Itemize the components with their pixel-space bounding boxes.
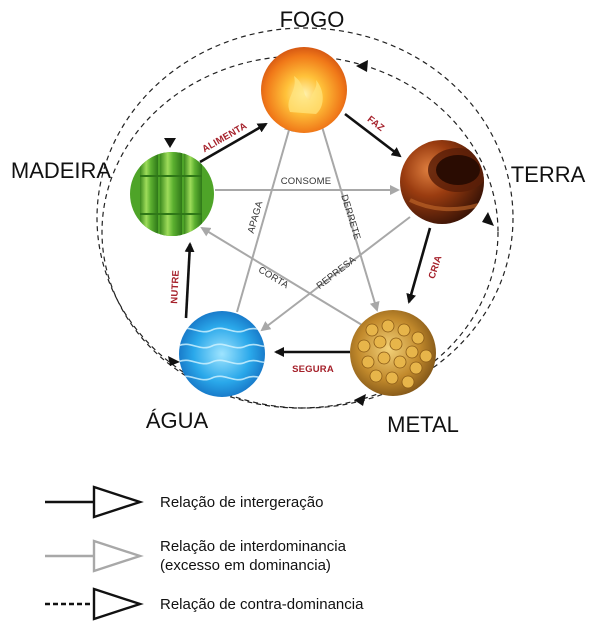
element-earth <box>400 140 484 224</box>
legend-item-intergeneration: Relação de intergeração <box>45 485 323 519</box>
label-represa: REPRESA <box>315 254 359 292</box>
legend-gray-arrowhead-icon <box>92 539 144 573</box>
legend-label-intergeneration: Relação de intergeração <box>160 494 323 511</box>
counter-dominance-loops <box>96 27 514 409</box>
intergeneration-arrows <box>184 112 432 357</box>
interdominance-arrows <box>200 119 411 332</box>
element-metal <box>350 310 436 396</box>
element-water <box>179 311 265 397</box>
legend-black-arrowhead-icon <box>92 485 144 519</box>
label-agua: ÁGUA <box>146 408 209 433</box>
legend-dashed-arrowhead-icon <box>92 587 144 621</box>
bamboo-icon <box>140 152 202 236</box>
legend-label-counter-dominance: Relação de contra-dominancia <box>160 596 364 613</box>
arrow-alimenta <box>199 122 268 164</box>
dashed-arrowhead-metal <box>354 394 366 406</box>
dashed-arrowhead-madeira <box>164 138 176 148</box>
arrow-derrete <box>319 119 380 312</box>
legend-label-interdominance: Relação de interdominancia <box>160 538 347 555</box>
label-fogo: FOGO <box>280 7 345 32</box>
arrow-nutre <box>184 242 195 319</box>
dashed-loop-outer <box>96 27 514 409</box>
label-terra: TERRA <box>511 162 586 187</box>
label-madeira: MADEIRA <box>11 158 112 183</box>
label-cria: CRIA <box>427 254 445 280</box>
label-corta: CORTA <box>256 265 291 292</box>
dashed-loop-inner <box>101 55 499 409</box>
label-derrete: DERRETE <box>338 193 362 241</box>
coins-icon <box>357 319 433 389</box>
label-metal: METAL <box>387 412 459 437</box>
arrow-corta <box>200 226 363 326</box>
element-fire <box>261 47 347 133</box>
arrow-faz <box>344 112 402 158</box>
dashed-arrowhead-fogo <box>356 60 368 72</box>
legend-item-counter-dominance: Relação de contra-dominancia <box>45 587 364 621</box>
arrow-represa <box>260 216 411 332</box>
label-nutre: NUTRE <box>169 270 182 304</box>
legend-label-interdominance-note: (excesso em dominancia) <box>160 557 331 574</box>
label-segura: SEGURA <box>292 364 334 375</box>
flame-icon <box>288 76 323 114</box>
legend: Relação de intergeração Relação de inter… <box>45 485 364 621</box>
fire-image <box>261 47 347 133</box>
dashed-arrowhead-terra <box>482 212 494 226</box>
legend-item-interdominance: Relação de interdominancia (excesso em d… <box>45 538 347 574</box>
dashed-arrowhead-agua <box>168 356 180 366</box>
arrow-apaga <box>236 121 294 313</box>
element-wood <box>130 152 214 236</box>
label-apaga: APAGA <box>246 199 266 234</box>
arrow-cria <box>406 227 432 304</box>
label-consome: CONSOME <box>281 176 332 187</box>
counter-dominance-arrowheads <box>164 60 494 406</box>
water-image <box>179 311 265 397</box>
